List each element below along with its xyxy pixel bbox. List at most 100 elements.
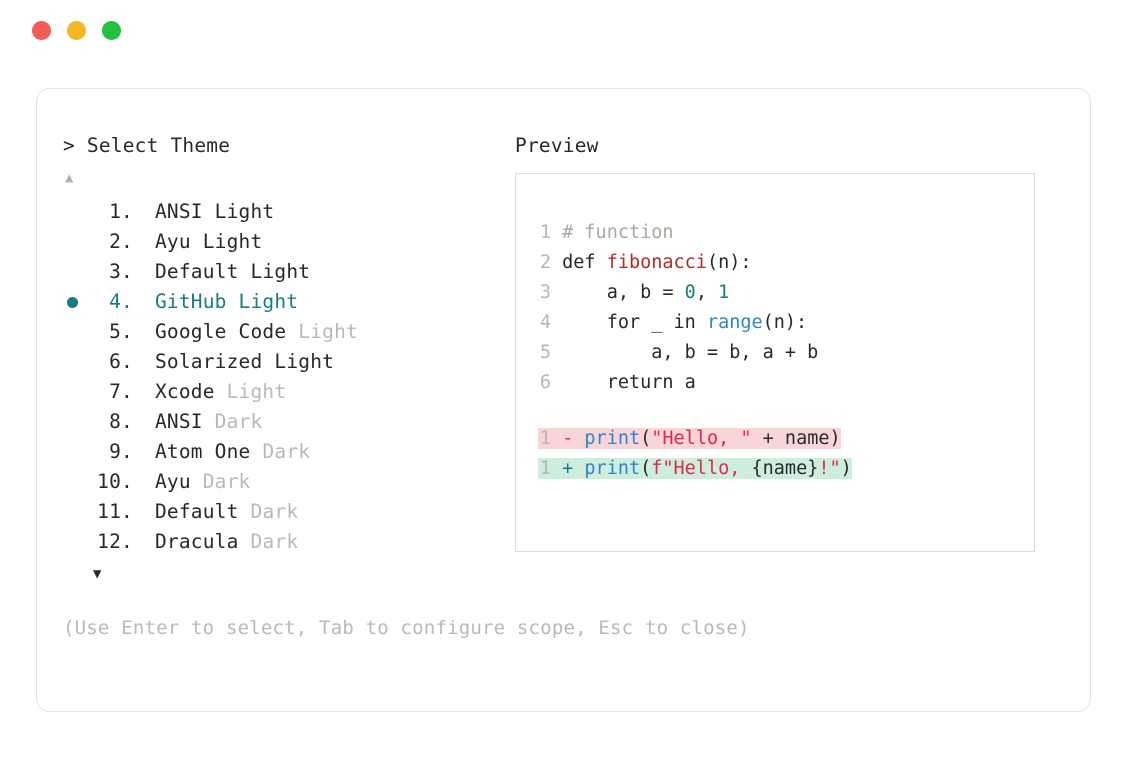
theme-item-spacer xyxy=(133,347,155,377)
code-token: {name} xyxy=(751,458,819,479)
code-line-number: 2 xyxy=(539,252,551,273)
theme-item-spacer xyxy=(133,317,155,347)
code-token: print xyxy=(584,428,641,449)
theme-item-index: 12. xyxy=(97,530,133,553)
theme-item-variant: Dark xyxy=(250,530,299,553)
select-theme-prompt: > Select Theme xyxy=(63,134,231,157)
code-line: 4 for _ in range(n): xyxy=(538,308,1034,338)
theme-item-name: ANSI xyxy=(154,200,203,223)
scroll-up-indicator-icon[interactable]: ▲ xyxy=(65,170,74,186)
theme-list-item[interactable]: 12. Dracula Dark xyxy=(63,527,507,557)
theme-list-item[interactable]: 6. Solarized Light xyxy=(63,347,507,377)
selected-bullet-icon xyxy=(67,296,78,308)
diff-highlight: 1 - print("Hello, " + name) xyxy=(538,428,841,449)
theme-list-item[interactable]: 8. ANSI Dark xyxy=(63,407,507,437)
code-gutter-space xyxy=(551,312,562,333)
theme-item-gap xyxy=(239,257,251,287)
code-token: (n): xyxy=(762,312,808,333)
theme-list-item[interactable]: 2. Ayu Light xyxy=(63,227,507,257)
theme-item-variant: Light xyxy=(250,260,311,283)
theme-item-gap xyxy=(203,407,215,437)
code-token: ( xyxy=(640,458,652,479)
theme-list-item[interactable]: 3. Default Light xyxy=(63,257,507,287)
theme-item-spacer xyxy=(133,527,155,557)
theme-item-variant: Dark xyxy=(202,470,251,493)
theme-item-variant: Dark xyxy=(214,410,263,433)
diff-highlight: 1 + print(f"Hello, {name}!") xyxy=(538,458,852,479)
code-line: 6 return a xyxy=(538,368,1034,398)
theme-item-spacer xyxy=(133,227,155,257)
theme-item-index: 8. xyxy=(109,410,133,433)
theme-item-name: Atom One xyxy=(154,440,251,463)
theme-item-index: 6. xyxy=(109,350,133,373)
theme-item-variant: Light xyxy=(298,320,358,343)
code-line-number: 5 xyxy=(539,342,551,363)
theme-list-item[interactable]: 10. Ayu Dark xyxy=(63,467,507,497)
theme-item-spacer xyxy=(133,497,155,527)
window-titlebar xyxy=(0,0,1129,40)
preview-header: Preview xyxy=(515,134,599,157)
code-line: 1 # function xyxy=(538,218,1034,248)
theme-item-name: GitHub xyxy=(154,290,227,313)
code-token: a, b = b, a + b xyxy=(562,342,819,363)
code-line-number: 3 xyxy=(539,282,551,303)
keyboard-hint: (Use Enter to select, Tab to configure s… xyxy=(63,617,750,639)
theme-item-index: 2. xyxy=(109,230,133,253)
code-token: + name) xyxy=(751,428,841,449)
theme-item-name: Xcode xyxy=(154,380,215,403)
theme-item-gap xyxy=(215,377,227,407)
code-token: print xyxy=(584,458,641,479)
theme-list-item[interactable]: 1. ANSI Light xyxy=(63,197,507,227)
code-token: , xyxy=(695,282,719,303)
theme-item-name: Default xyxy=(154,500,239,523)
close-window-dot[interactable] xyxy=(32,20,51,40)
code-line-number: 4 xyxy=(539,312,551,333)
theme-item-name: Default xyxy=(154,260,239,283)
theme-item-spacer xyxy=(133,257,155,287)
theme-item-index: 9. xyxy=(109,440,133,463)
theme-item-variant: Dark xyxy=(262,440,311,463)
code-line: 5 a, b = b, a + b xyxy=(538,338,1034,368)
theme-item-spacer xyxy=(133,467,155,497)
theme-item-gap xyxy=(239,527,251,557)
diff-marker: - xyxy=(551,428,585,449)
theme-list-item[interactable]: 7. Xcode Light xyxy=(63,377,507,407)
theme-item-name: Dracula xyxy=(154,530,239,553)
maximize-window-dot[interactable] xyxy=(102,20,121,40)
theme-item-variant: Dark xyxy=(250,500,299,523)
theme-list-item[interactable]: 9. Atom One Dark xyxy=(63,437,507,467)
theme-item-index: 1. xyxy=(109,200,133,223)
theme-item-variant: Light xyxy=(214,200,275,223)
theme-item-index: 7. xyxy=(109,380,133,403)
scroll-down-indicator-icon[interactable]: ▼ xyxy=(93,566,102,582)
theme-list-item[interactable]: 4. GitHub Light xyxy=(63,287,507,317)
minimize-window-dot[interactable] xyxy=(67,20,86,40)
code-token: for _ in xyxy=(562,312,707,333)
code-token: 1 xyxy=(718,282,730,303)
theme-item-spacer xyxy=(133,407,155,437)
theme-list-item[interactable]: 11. Default Dark xyxy=(63,497,507,527)
code-token: def xyxy=(562,252,607,273)
theme-item-spacer xyxy=(133,437,155,467)
theme-item-spacer xyxy=(133,377,155,407)
code-token: range xyxy=(706,312,763,333)
theme-item-name: Ayu xyxy=(154,230,191,253)
code-token: fibonacci xyxy=(606,252,707,273)
code-token: # function xyxy=(562,222,674,243)
diff-line-del: 1 - print("Hello, " + name) xyxy=(538,424,1034,454)
theme-item-gap xyxy=(286,317,298,347)
code-line: 2 def fibonacci(n): xyxy=(538,248,1034,278)
theme-list-item[interactable]: 5. Google Code Light xyxy=(63,317,507,347)
theme-item-gap xyxy=(250,437,262,467)
theme-item-index: 4. xyxy=(109,290,133,313)
code-token: 0 xyxy=(684,282,696,303)
diff-line-number: 1 xyxy=(539,428,551,449)
theme-item-index: 5. xyxy=(109,320,133,343)
selection-bullet-cell xyxy=(63,296,91,308)
